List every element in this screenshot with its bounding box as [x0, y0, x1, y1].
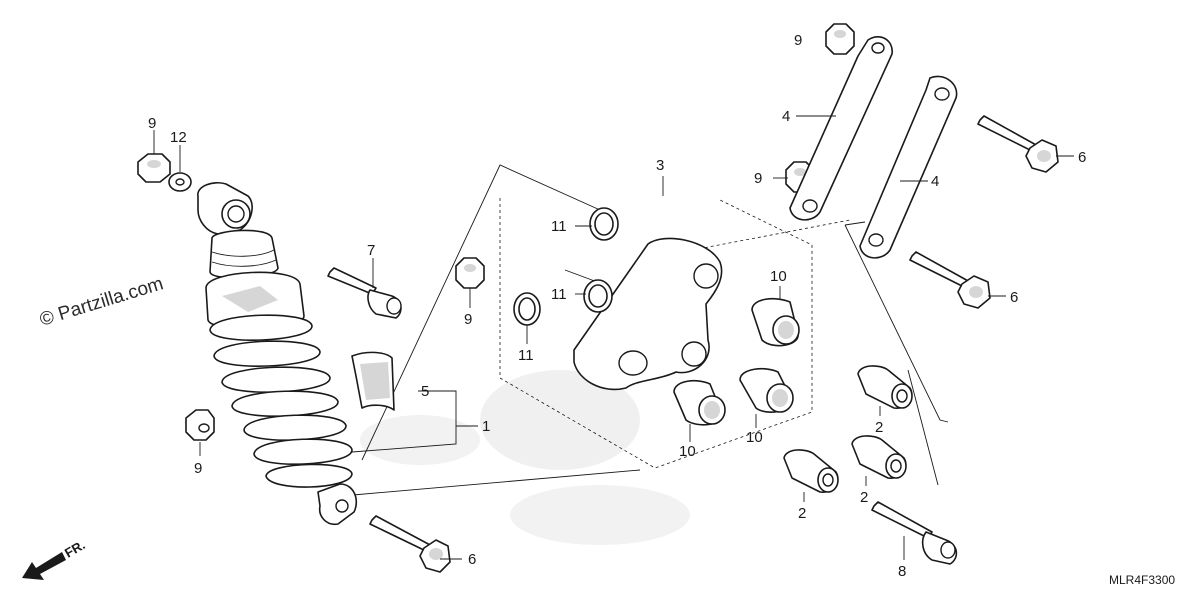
collar-part-5[interactable] — [351, 351, 395, 411]
rear-shock-absorber[interactable] — [197, 181, 358, 526]
callout-7: 7 — [367, 242, 375, 259]
callout-9: 9 — [794, 32, 802, 49]
washer-part-12[interactable] — [168, 172, 192, 192]
callout-9: 9 — [464, 311, 472, 328]
callout-9: 9 — [194, 460, 202, 477]
front-direction-arrow: FR. — [22, 537, 88, 580]
callout-9: 9 — [754, 170, 762, 187]
callout-5: 5 — [421, 383, 429, 400]
callout-11: 11 — [518, 347, 534, 364]
bolt-part-6-c[interactable] — [909, 251, 991, 309]
seal-part-11-b[interactable] — [583, 279, 613, 313]
nut-part-9-c[interactable] — [185, 409, 215, 441]
callout-4: 4 — [931, 173, 939, 190]
nut-part-9-a[interactable] — [137, 153, 171, 183]
callout-8: 8 — [898, 563, 906, 580]
seal-part-11-c[interactable] — [513, 292, 541, 326]
partzilla-watermark: © Partzilla.com — [37, 273, 166, 331]
callout-9: 9 — [148, 115, 156, 132]
bearing-part-10-a[interactable] — [751, 297, 800, 347]
callout-12: 12 — [170, 129, 187, 146]
bolt-part-6-a[interactable] — [369, 515, 451, 573]
callout-2: 2 — [860, 489, 868, 506]
nut-part-9-b[interactable] — [455, 257, 485, 289]
callout-4: 4 — [782, 108, 790, 125]
bearing-part-10-c[interactable] — [739, 367, 794, 413]
link-plate-part-3[interactable] — [573, 237, 723, 391]
callout-11: 11 — [551, 286, 567, 303]
bolt-part-8[interactable] — [871, 501, 958, 565]
callout-6: 6 — [1010, 289, 1018, 306]
callout-labels: 9 12 7 9 9 5 1 6 3 11 11 11 10 10 10 9 4… — [148, 32, 1086, 580]
callout-10: 10 — [770, 268, 787, 285]
callout-3: 3 — [656, 157, 664, 174]
seal-part-11-a[interactable] — [589, 207, 619, 241]
diagram-code: MLR4F3300 — [1109, 573, 1175, 587]
callout-6: 6 — [1078, 149, 1086, 166]
nut-part-9-d[interactable] — [825, 23, 855, 55]
tie-rod-part-4-b[interactable] — [859, 75, 958, 259]
bolt-part-7[interactable] — [327, 267, 402, 319]
callout-11: 11 — [551, 218, 567, 235]
callout-2: 2 — [798, 505, 806, 522]
collar-part-2-a[interactable] — [857, 365, 913, 409]
background-shading — [360, 370, 690, 545]
callout-6: 6 — [468, 551, 476, 568]
callout-10: 10 — [746, 429, 763, 446]
collar-part-2-c[interactable] — [783, 449, 839, 493]
bearing-part-10-b[interactable] — [673, 379, 726, 426]
collar-part-2-b[interactable] — [851, 435, 907, 479]
callout-2: 2 — [875, 419, 883, 436]
bolt-part-6-b[interactable] — [977, 115, 1059, 173]
leader-lines — [153, 115, 1074, 560]
front-direction-label: FR. — [62, 537, 88, 560]
callout-10: 10 — [679, 443, 696, 460]
tie-rod-part-4-a[interactable] — [789, 36, 893, 221]
callout-1: 1 — [482, 418, 490, 435]
